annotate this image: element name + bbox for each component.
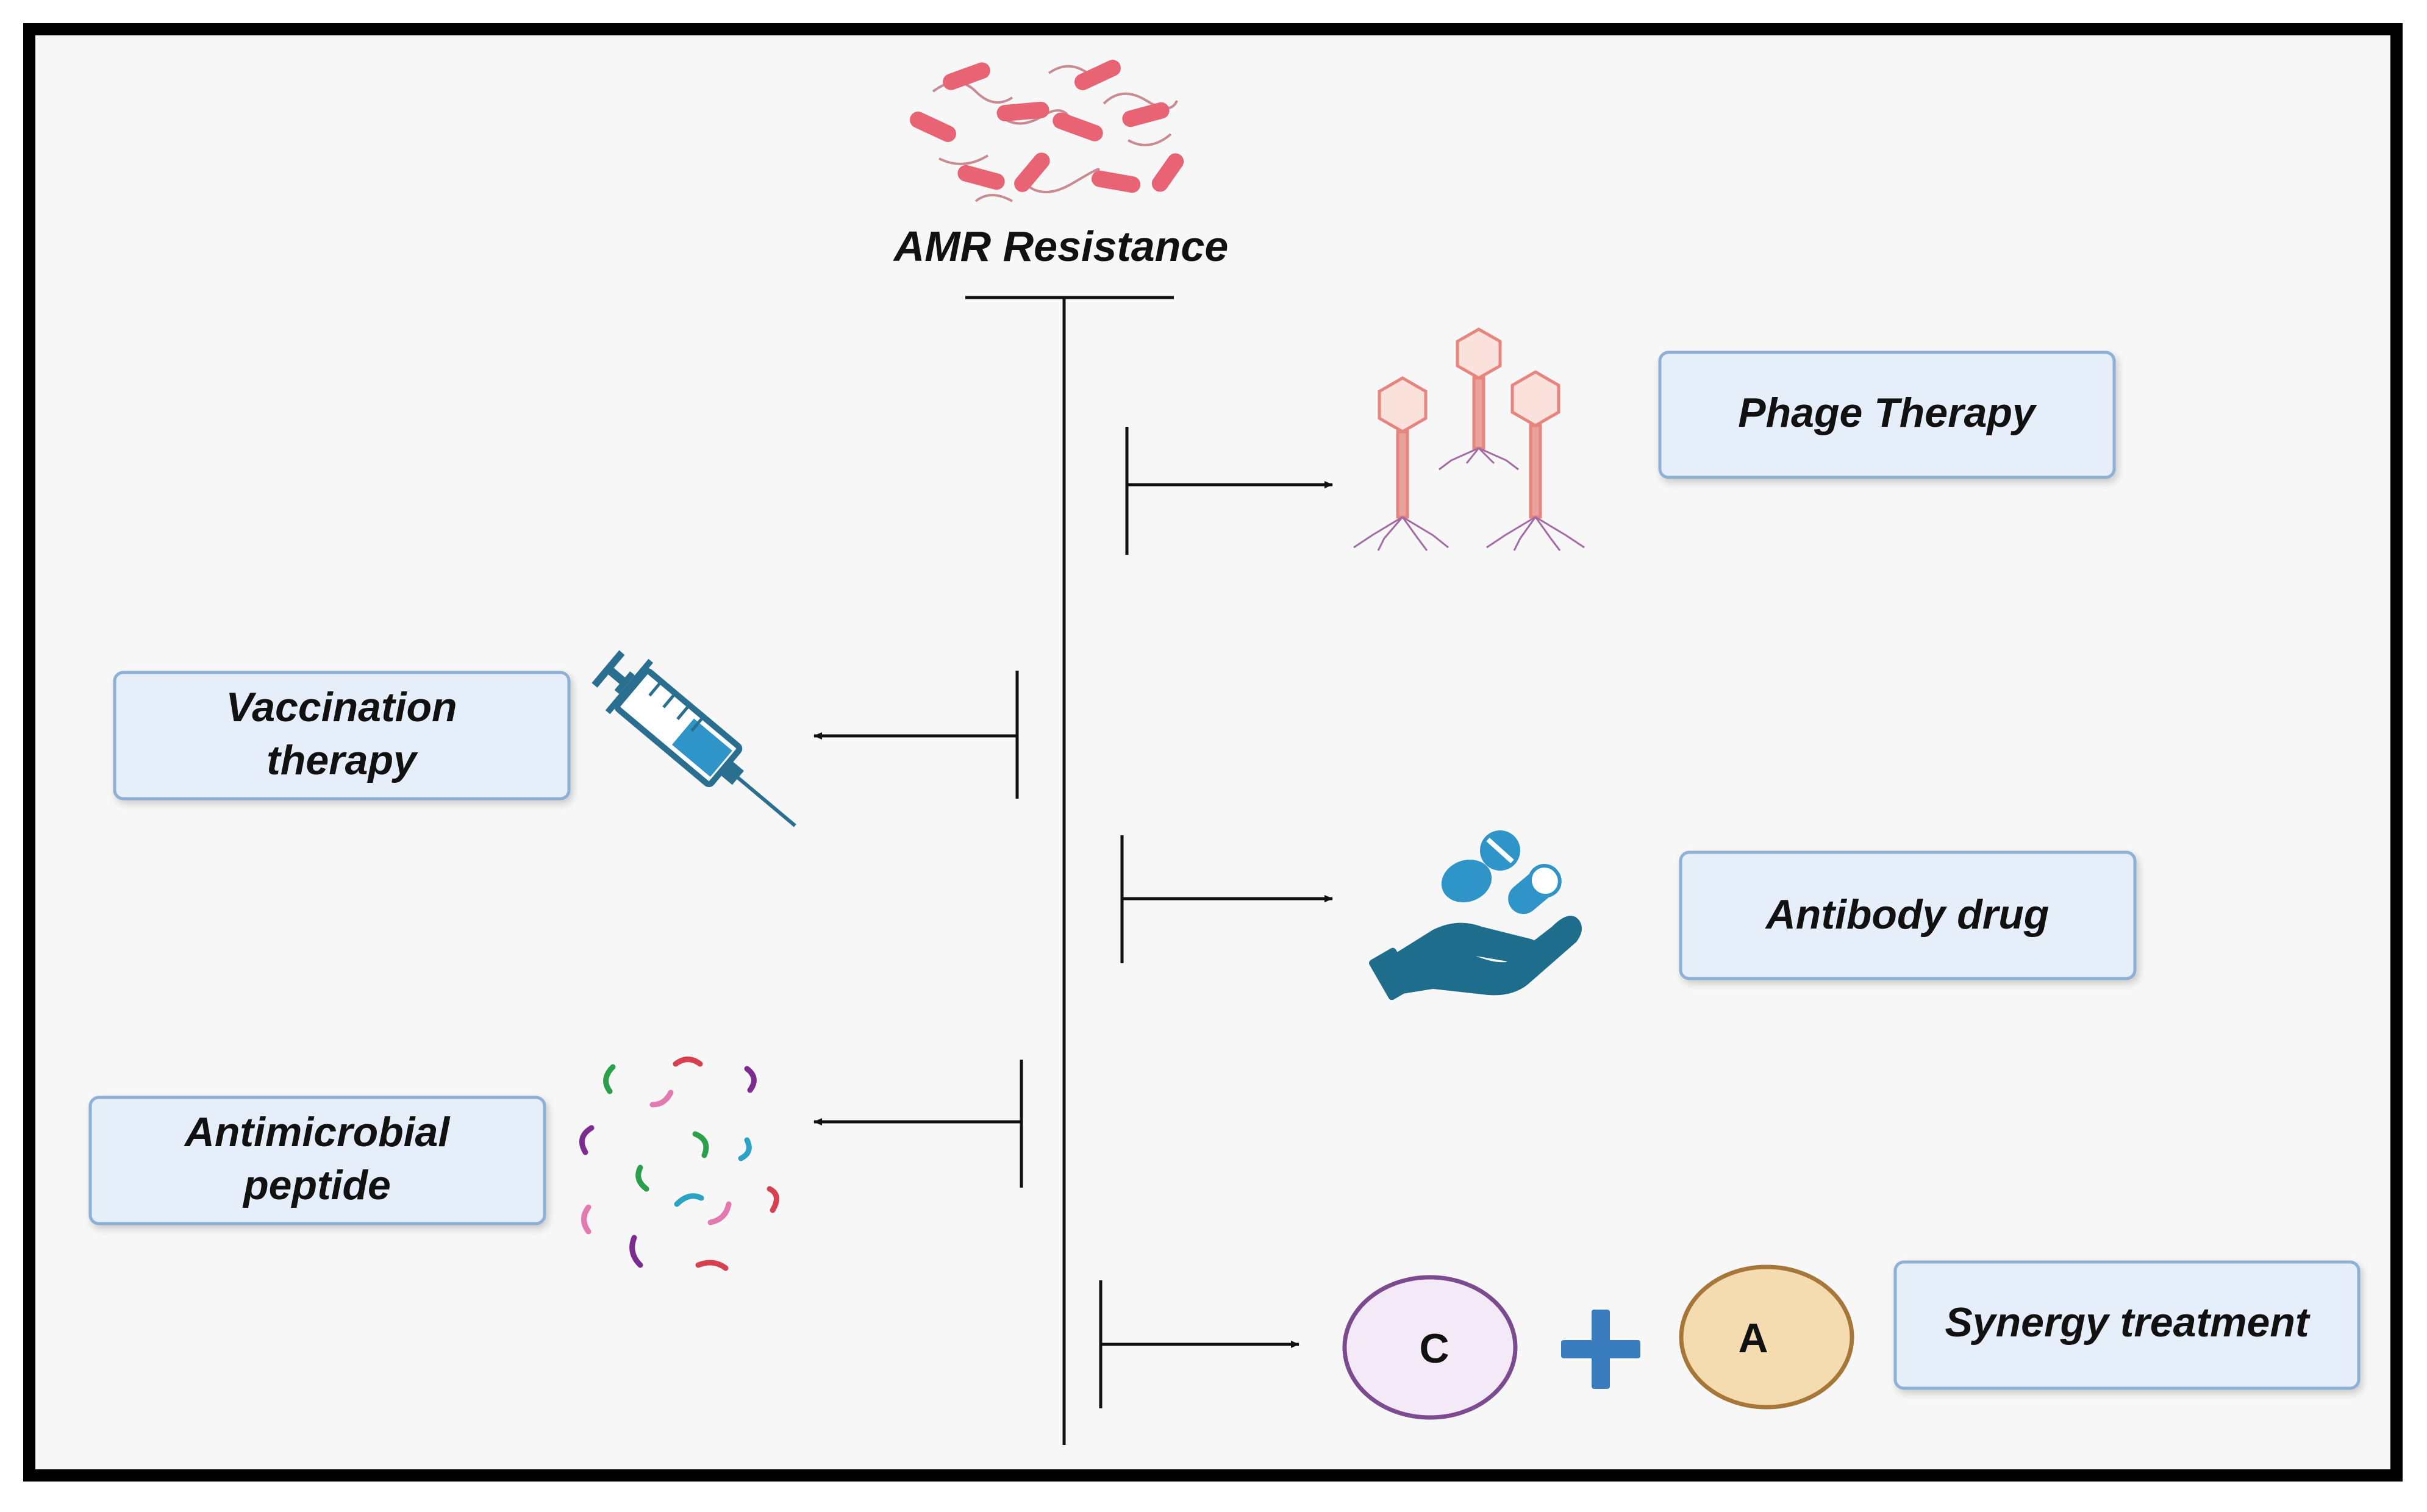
- antimicrobial-peptide-box: Antimicrobial peptide: [88, 1096, 546, 1225]
- synergy-treatment-box: Synergy treatment: [1893, 1260, 2361, 1390]
- antibody-drug-box: Antibody drug: [1679, 850, 2137, 980]
- amp-label-line2: peptide: [242, 1162, 391, 1208]
- branch-phage: [1125, 427, 1333, 555]
- branch-synergy: [1099, 1280, 1299, 1408]
- syringe-icon: [592, 650, 796, 827]
- phage-therapy-box: Phage Therapy: [1658, 351, 2116, 479]
- synergy-component-a: A: [1679, 1264, 1854, 1410]
- component-c-label: C: [1419, 1325, 1449, 1372]
- bacteria-cluster-icon: [910, 60, 1184, 202]
- vaccination-label-line1: Vaccination: [226, 684, 457, 730]
- phage-therapy-label: Phage Therapy: [1738, 390, 2037, 436]
- diagram-title: AMR Resistance: [893, 223, 1229, 270]
- vaccination-label-line2: therapy: [266, 737, 418, 783]
- branch-antibody: [1120, 835, 1333, 963]
- component-a-label: A: [1738, 1315, 1768, 1361]
- plus-icon: [1561, 1310, 1640, 1389]
- hand-with-pills-icon: [1369, 830, 1582, 1000]
- branch-vaccination: [813, 671, 1019, 799]
- bacteriophage-icon: [1353, 327, 1585, 551]
- vaccination-therapy-box: Vaccination therapy: [113, 671, 571, 801]
- synergy-treatment-label: Synergy treatment: [1945, 1299, 2310, 1346]
- synergy-component-c: C: [1342, 1275, 1518, 1420]
- peptide-fragments-icon: [579, 1057, 779, 1271]
- branch-amp: [813, 1060, 1023, 1188]
- antibody-drug-label: Antibody drug: [1765, 891, 2050, 938]
- amp-label-line1: Antimicrobial: [184, 1109, 451, 1155]
